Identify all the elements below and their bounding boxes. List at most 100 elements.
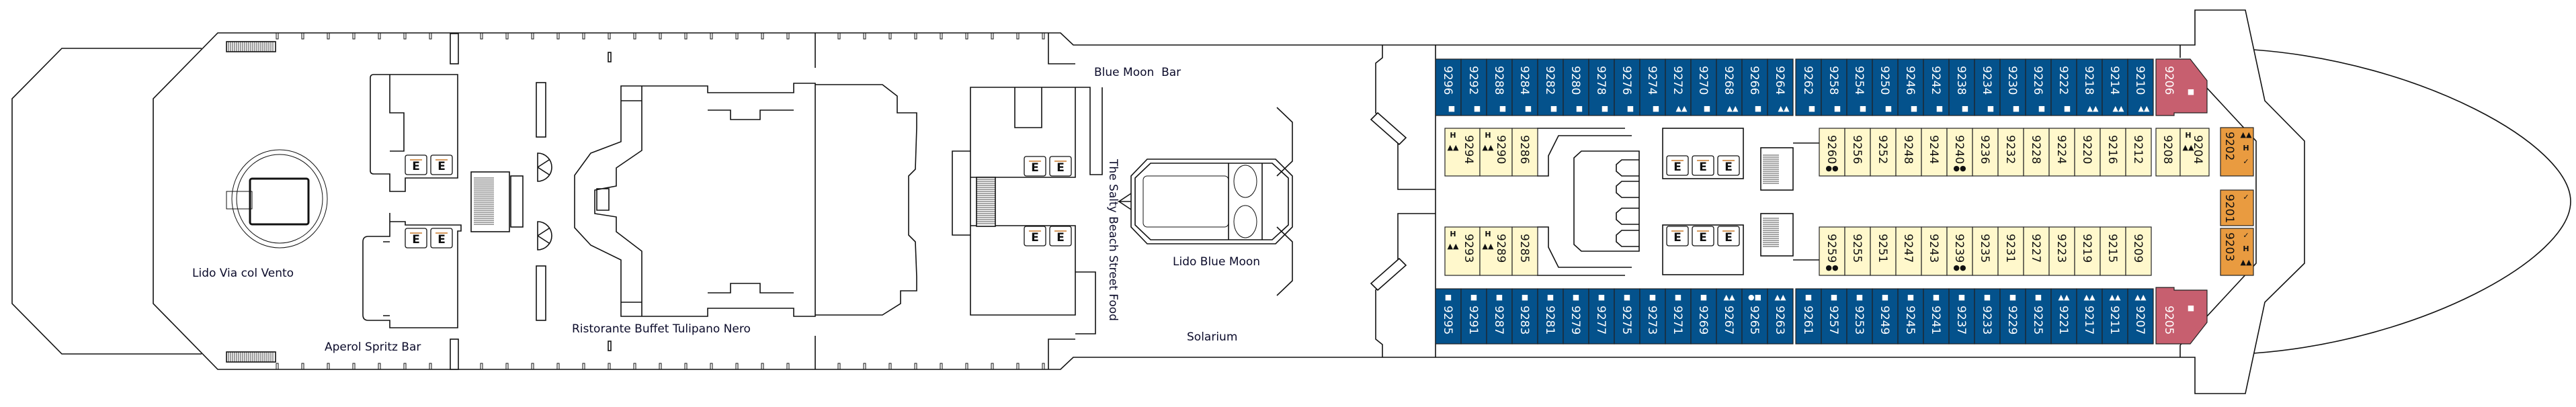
cabin-9231[interactable]: 9231 <box>1997 226 2024 276</box>
cabin-9205[interactable]: 9205■ <box>2155 287 2208 345</box>
cabin-9281[interactable]: 9281■ <box>1537 288 1564 345</box>
cabin-9236[interactable]: 9236 <box>1972 128 1999 177</box>
cabin-9283[interactable]: 9283■ <box>1511 288 1538 345</box>
cabin-9223[interactable]: 9223 <box>2048 226 2075 276</box>
cabin-9240[interactable]: 9240●● <box>1946 128 1973 177</box>
cabin-9209[interactable]: 9209 <box>2125 226 2152 276</box>
cabin-9296[interactable]: 9296■ <box>1435 58 1462 116</box>
cabin-9225[interactable]: 9225■ <box>2025 288 2052 345</box>
cabin-shape <box>1511 58 1538 116</box>
cabin-9210[interactable]: 9210▲▲ <box>2127 58 2154 116</box>
cabin-9292[interactable]: 9292■ <box>1460 58 1487 116</box>
cabin-9262[interactable]: 9262■ <box>1795 58 1822 116</box>
cabin-9208[interactable]: 9208 <box>2155 128 2181 177</box>
cabin-9215[interactable]: 9215 <box>2100 226 2126 276</box>
square-icon: ■ <box>1911 104 1917 113</box>
cabin-9257[interactable]: 9257■ <box>1821 288 1847 345</box>
cabin-9295[interactable]: 9295■ <box>1435 288 1462 345</box>
cabin-9286[interactable]: 9286 <box>1511 128 1538 177</box>
cabin-9206[interactable]: 9206■ <box>2155 58 2208 116</box>
cabin-9259[interactable]: 9259●● <box>1819 226 1845 276</box>
cabin-9235[interactable]: 9235 <box>1972 226 1999 276</box>
cabin-9246[interactable]: 9246■ <box>1897 58 1924 116</box>
cabin-9261[interactable]: 9261■ <box>1795 288 1822 345</box>
cabin-9249[interactable]: 9249■ <box>1872 288 1899 345</box>
cabin-9228[interactable]: 9228 <box>2023 128 2050 177</box>
cabin-9288[interactable]: 9288■ <box>1486 58 1513 116</box>
cabin-9238[interactable]: 9238■ <box>1948 58 1975 116</box>
cabin-9251[interactable]: 9251 <box>1870 226 1897 276</box>
cabin-9203[interactable]: 9203✓H▲▲ <box>2220 228 2254 276</box>
cabin-9275[interactable]: 9275■ <box>1614 288 1640 345</box>
cabin-9226[interactable]: 9226■ <box>2025 58 2052 116</box>
cabin-9239[interactable]: 9239●● <box>1946 226 1973 276</box>
cabin-9212[interactable]: 9212 <box>2125 128 2152 177</box>
cabin-9284[interactable]: 9284■ <box>1511 58 1538 116</box>
cabin-9271[interactable]: 9271■ <box>1665 288 1692 345</box>
cabin-shape <box>1895 226 1922 276</box>
cabin-9252[interactable]: 9252 <box>1870 128 1897 177</box>
cabin-9230[interactable]: 9230■ <box>1999 58 2026 116</box>
cabin-9248[interactable]: 9248 <box>1895 128 1922 177</box>
railing-post <box>531 32 534 40</box>
cabin-9221[interactable]: 9221▲▲ <box>2050 288 2077 345</box>
cabin-9269[interactable]: 9269■ <box>1690 288 1717 345</box>
cabin-9222[interactable]: 9222■ <box>2050 58 2077 116</box>
cabin-9237[interactable]: 9237■ <box>1948 288 1975 345</box>
cabin-9244[interactable]: 9244 <box>1921 128 1948 177</box>
cabin-9287[interactable]: 9287■ <box>1486 288 1513 345</box>
cabin-9270[interactable]: 9270■ <box>1690 58 1717 116</box>
cabin-9263[interactable]: 9263▲▲ <box>1767 288 1794 345</box>
cabin-9278[interactable]: 9278■ <box>1588 58 1615 116</box>
cabin-9260[interactable]: 9260●● <box>1819 128 1845 177</box>
cabin-9227[interactable]: 9227 <box>2023 226 2050 276</box>
cabin-9268[interactable]: 9268▲▲ <box>1716 58 1743 116</box>
cabin-9258[interactable]: 9258■ <box>1821 58 1847 116</box>
cabin-9242[interactable]: 9242■ <box>1923 58 1950 116</box>
cabin-9217[interactable]: 9217▲▲ <box>2076 288 2103 345</box>
cabin-9224[interactable]: 9224 <box>2048 128 2075 177</box>
cabin-9219[interactable]: 9219 <box>2074 226 2101 276</box>
cabin-9272[interactable]: 9272▲▲ <box>1665 58 1692 116</box>
cabin-9285[interactable]: 9285 <box>1511 226 1538 276</box>
cabin-9274[interactable]: 9274■ <box>1639 58 1666 116</box>
cabin-9243[interactable]: 9243 <box>1921 226 1948 276</box>
cabin-9201[interactable]: 9201✓ <box>2220 189 2254 226</box>
cabin-number: 9290 <box>1494 135 1507 164</box>
cabin-9267[interactable]: 9267▲▲ <box>1716 288 1743 345</box>
cabin-9218[interactable]: 9218▲▲ <box>2076 58 2103 116</box>
cabin-9216[interactable]: 9216 <box>2100 128 2126 177</box>
cabin-9253[interactable]: 9253■ <box>1846 288 1873 345</box>
cabin-9233[interactable]: 9233■ <box>1974 288 2001 345</box>
cabin-9282[interactable]: 9282■ <box>1537 58 1564 116</box>
cabin-9273[interactable]: 9273■ <box>1639 288 1666 345</box>
cabin-9202[interactable]: 9202▲▲H✓ <box>2220 127 2254 177</box>
cabin-9266[interactable]: 9266■ <box>1741 58 1768 116</box>
cabin-9256[interactable]: 9256 <box>1844 128 1871 177</box>
cabin-9254[interactable]: 9254■ <box>1846 58 1873 116</box>
cabin-9276[interactable]: 9276■ <box>1614 58 1640 116</box>
cabin-9207[interactable]: 9207▲▲ <box>2127 288 2154 345</box>
cabin-9247[interactable]: 9247 <box>1895 226 1922 276</box>
cabin-9280[interactable]: 9280■ <box>1563 58 1589 116</box>
cabin-9241[interactable]: 9241■ <box>1923 288 1950 345</box>
cabin-9234[interactable]: 9234■ <box>1974 58 2001 116</box>
cabin-9245[interactable]: 9245■ <box>1897 288 1924 345</box>
cabin-9277[interactable]: 9277■ <box>1588 288 1615 345</box>
cabin-9214[interactable]: 9214▲▲ <box>2102 58 2128 116</box>
cabin-9291[interactable]: 9291■ <box>1460 288 1487 345</box>
cabin-9279[interactable]: 9279■ <box>1563 288 1589 345</box>
cabin-9232[interactable]: 9232 <box>1997 128 2024 177</box>
cabin-9229[interactable]: 9229■ <box>1999 288 2026 345</box>
cabin-9250[interactable]: 9250■ <box>1872 58 1899 116</box>
cabin-9220[interactable]: 9220 <box>2074 128 2101 177</box>
cabin-9211[interactable]: 9211▲▲ <box>2102 288 2128 345</box>
cabin-9255[interactable]: 9255 <box>1844 226 1871 276</box>
cabin-9265[interactable]: 9265●■ <box>1741 288 1768 345</box>
cabin-9264[interactable]: 9264▲▲ <box>1767 58 1794 116</box>
